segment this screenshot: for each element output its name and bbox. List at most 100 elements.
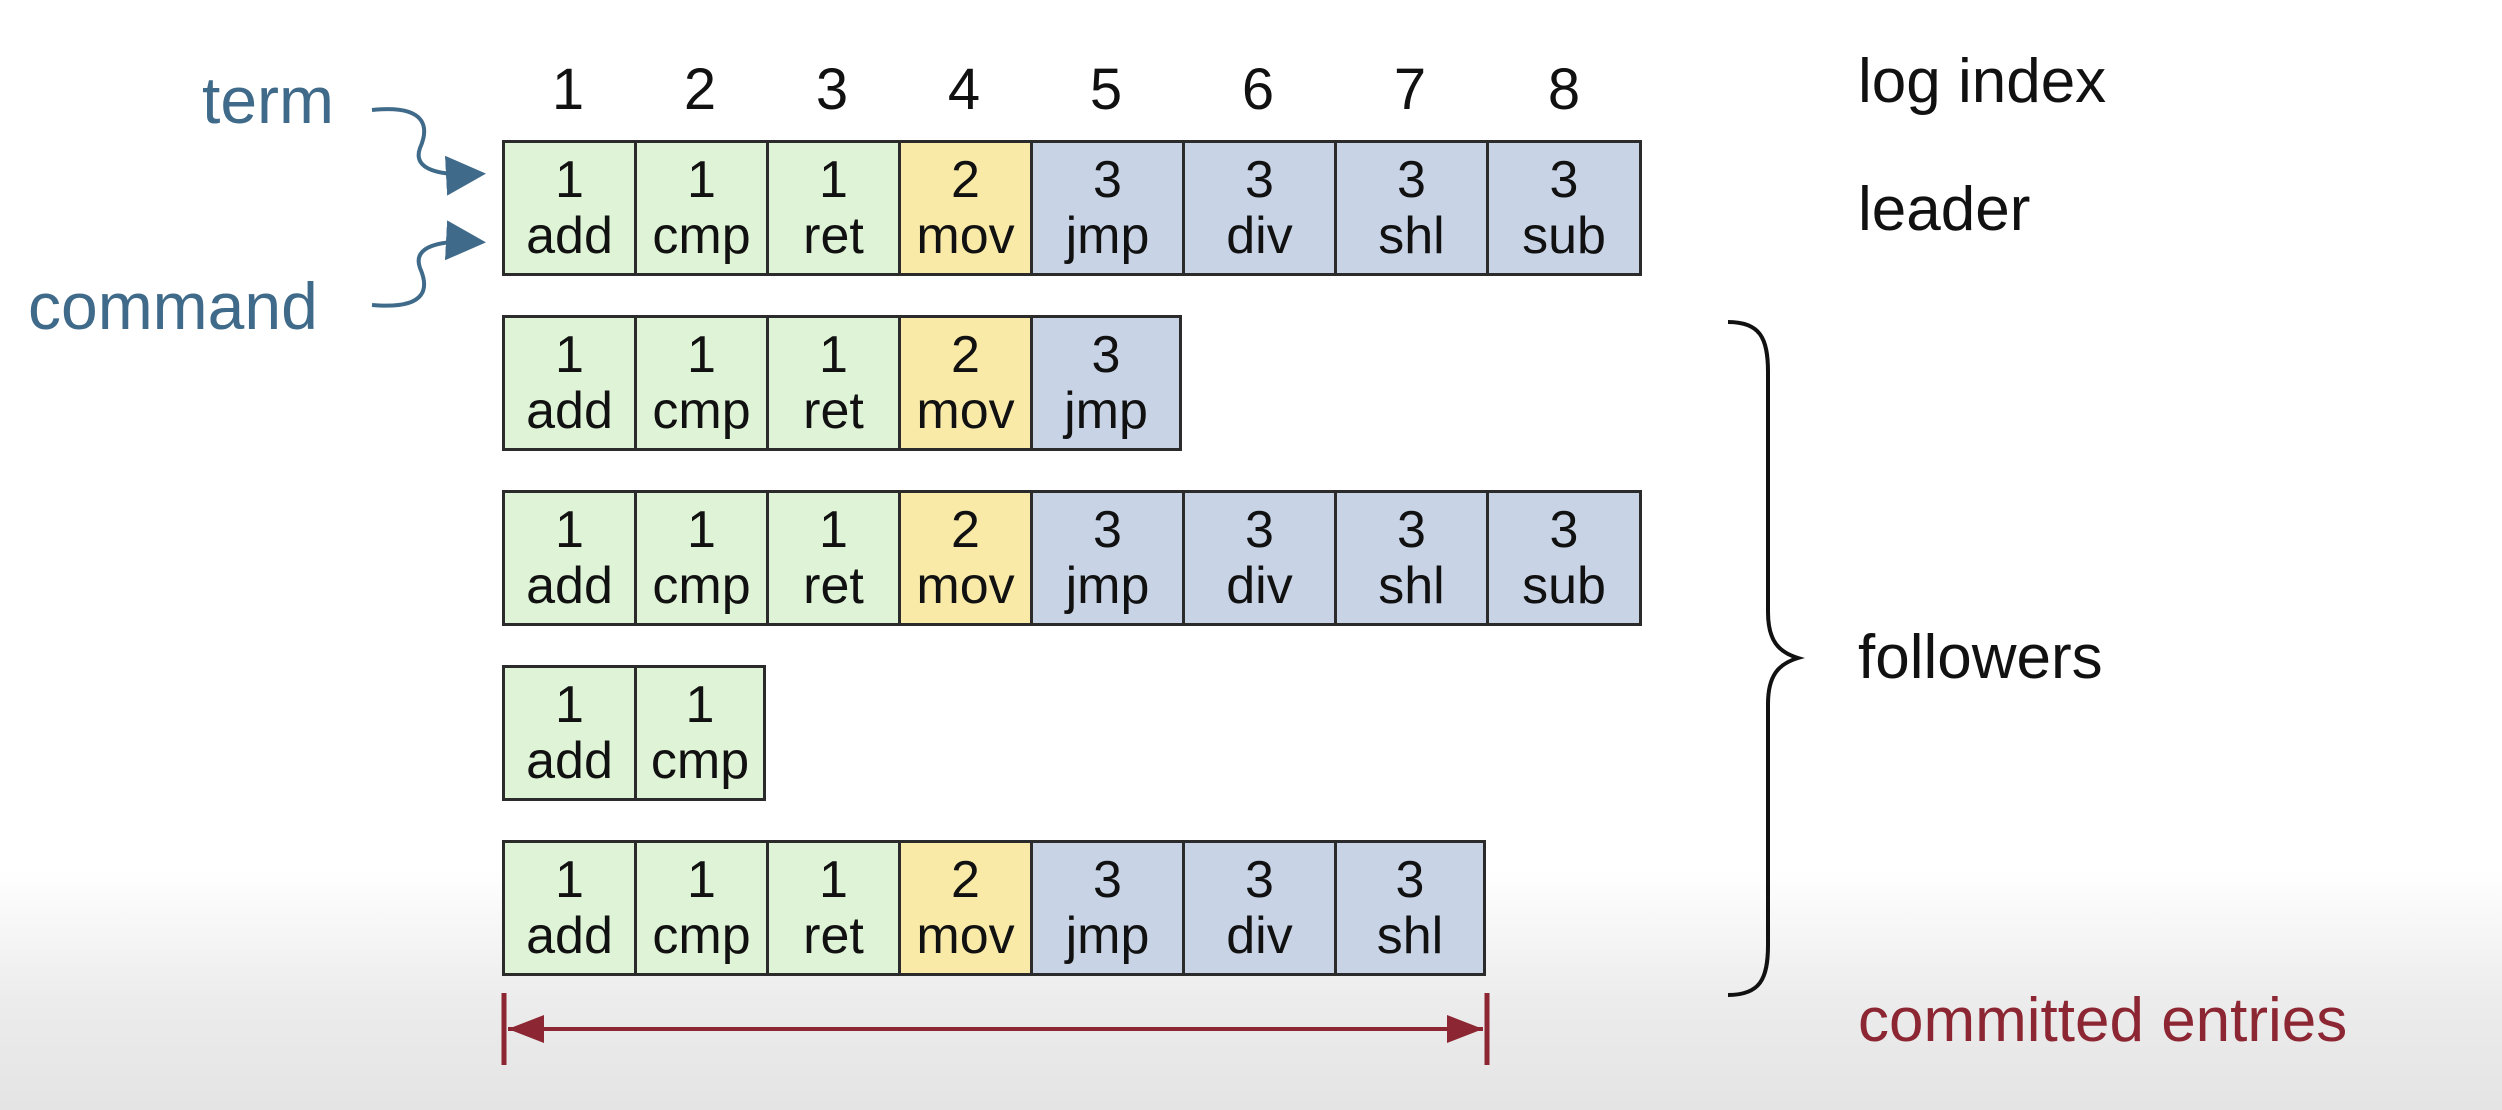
log-index-8: 8	[1547, 57, 1581, 122]
entry-command: ret	[803, 557, 864, 615]
followers-brace	[1727, 320, 1805, 997]
entry-command: mov	[916, 207, 1015, 265]
entry-term: 3	[1093, 851, 1122, 909]
entry-term: 1	[819, 326, 848, 384]
entry-command: ret	[803, 382, 864, 440]
log-index-7: 7	[1393, 57, 1427, 122]
entry-term: 3	[1093, 501, 1122, 559]
entry-term: 3	[1395, 851, 1425, 909]
log-index-6: 6	[1241, 57, 1275, 122]
entry-command: shl	[1378, 207, 1445, 265]
entry-term: 1	[685, 676, 715, 734]
command-callout-arrow	[371, 220, 486, 308]
log-index-label: log index	[1858, 47, 2107, 116]
entry-command: div	[1226, 207, 1293, 265]
entry-term: 1	[687, 326, 716, 384]
leader-label: leader	[1858, 175, 2031, 244]
entry-command: sub	[1522, 207, 1606, 265]
entry-command: add	[526, 207, 613, 265]
entry-term: 3	[1549, 501, 1579, 559]
committed-left-arrowhead	[508, 1015, 544, 1043]
entry-term: 1	[819, 851, 848, 909]
entry-command: cmp	[652, 907, 751, 965]
entry-term: 3	[1245, 851, 1274, 909]
entry-command: cmp	[652, 382, 751, 440]
log-index-2: 2	[683, 57, 717, 122]
command-callout-label: command	[28, 269, 318, 343]
committed-right-arrowhead	[1447, 1015, 1483, 1043]
term-callout-label: term	[202, 63, 334, 137]
entry-command: shl	[1378, 557, 1445, 615]
log-index-5: 5	[1089, 57, 1123, 122]
entry-command: shl	[1376, 907, 1444, 965]
entry-command: add	[526, 557, 613, 615]
log-index-3: 3	[815, 57, 849, 122]
entry-term: 1	[687, 151, 716, 209]
entry-command: cmp	[650, 732, 750, 790]
entry-term: 1	[555, 851, 584, 909]
entry-term: 1	[555, 151, 584, 209]
entry-term: 3	[1245, 501, 1274, 559]
entry-command: ret	[803, 207, 864, 265]
log-index-4: 4	[947, 57, 981, 122]
entry-term: 1	[555, 326, 584, 384]
entry-term: 2	[951, 151, 980, 209]
followers-label: followers	[1858, 623, 2103, 692]
entry-term: 1	[687, 501, 716, 559]
entry-command: jmp	[1065, 557, 1150, 615]
entry-command: mov	[916, 382, 1015, 440]
entry-term: 3	[1397, 151, 1426, 209]
entry-command: add	[526, 382, 613, 440]
entry-command: div	[1226, 557, 1293, 615]
entry-command: mov	[916, 557, 1015, 615]
entry-term: 2	[951, 501, 980, 559]
entry-term: 1	[555, 676, 584, 734]
entry-command: add	[526, 732, 613, 790]
committed-entries-label: committed entries	[1858, 986, 2348, 1055]
entry-term: 1	[555, 501, 584, 559]
entry-term: 3	[1093, 151, 1122, 209]
entry-command: mov	[916, 907, 1015, 965]
entry-term: 1	[819, 501, 848, 559]
entry-term: 2	[951, 851, 980, 909]
entry-term: 3	[1397, 501, 1426, 559]
entry-term: 3	[1091, 326, 1121, 384]
entry-command: jmp	[1065, 907, 1150, 965]
entry-command: sub	[1522, 557, 1606, 615]
entry-command: cmp	[652, 557, 751, 615]
term-callout-arrow	[371, 107, 486, 196]
entry-command: jmp	[1065, 207, 1150, 265]
entry-term: 1	[819, 151, 848, 209]
entry-term: 2	[951, 326, 980, 384]
entry-command: div	[1226, 907, 1293, 965]
log-index-1: 1	[551, 57, 585, 122]
entry-term: 3	[1549, 151, 1579, 209]
entry-command: ret	[803, 907, 864, 965]
